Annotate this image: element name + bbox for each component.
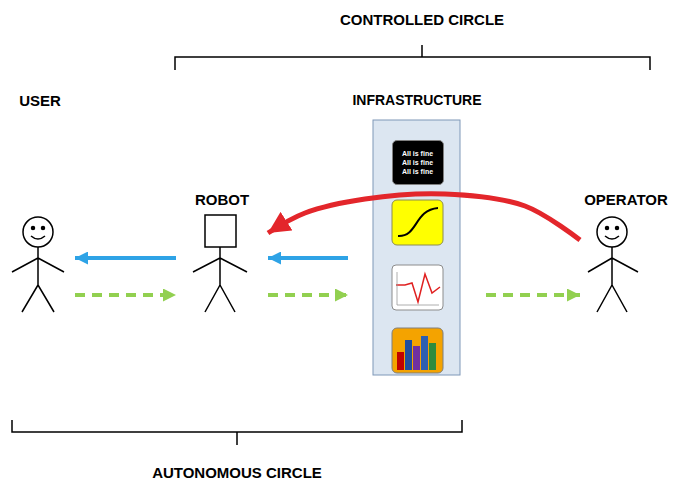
bottom-bracket: [12, 420, 462, 445]
figure-body: [193, 247, 247, 312]
top-bracket: [175, 45, 650, 70]
figure-eye: [32, 227, 35, 230]
status-screen: All is fineAll is fineAll is fine: [392, 140, 444, 185]
status-line: All is fine: [402, 158, 433, 167]
user-node: USER: [5, 90, 75, 314]
node-heading: ROBOT: [195, 191, 249, 208]
node-heading: OPERATOR: [584, 191, 668, 208]
figure-smile: [605, 236, 619, 239]
figure-eye: [606, 227, 609, 230]
operator-stick-figure: [588, 217, 638, 312]
robot-head: [205, 215, 236, 247]
status-line: All is fine: [402, 167, 433, 176]
figure-smile: [31, 236, 45, 239]
infrastructure-panel-ground: [373, 120, 460, 375]
figure-eye: [42, 227, 45, 230]
bar: [413, 346, 420, 370]
bracket-label: AUTONOMOUS CIRCLE: [152, 464, 322, 481]
node-heading: INFRASTRUCTURE: [352, 92, 481, 108]
command-arrow: [75, 256, 176, 260]
feedback-arrow: [486, 293, 580, 297]
red-zigzag: [396, 274, 440, 302]
bar: [429, 343, 436, 370]
figure-body: [588, 247, 638, 312]
bar-chart-icon: [392, 328, 443, 373]
status-line: All is fine: [402, 149, 433, 158]
infrastructure-node: INFRASTRUCTUREAll is fineAll is fineAll …: [348, 90, 486, 377]
feedback-arrow: [268, 293, 348, 297]
node-heading: USER: [19, 92, 61, 109]
figure-body: [12, 247, 64, 312]
user-stick-figure: [12, 217, 64, 312]
feedback-arrow: [75, 293, 176, 297]
line-chart-icon: [392, 265, 443, 310]
bar: [397, 352, 404, 370]
yellow-curve-icon: [392, 200, 443, 245]
figure-head: [597, 217, 627, 247]
chart-axes: [397, 272, 439, 305]
robot-stick-figure: [193, 215, 247, 312]
bar: [421, 336, 428, 370]
operator-node: OPERATOR: [580, 189, 672, 315]
bar: [405, 340, 412, 370]
control-arrow: [268, 194, 580, 240]
robot-node: ROBOT: [176, 189, 268, 315]
bracket-label: CONTROLLED CIRCLE: [340, 11, 504, 28]
figure-eye: [616, 227, 619, 230]
command-arrow: [268, 256, 348, 260]
figure-head: [23, 217, 53, 247]
s-curve: [398, 208, 438, 236]
